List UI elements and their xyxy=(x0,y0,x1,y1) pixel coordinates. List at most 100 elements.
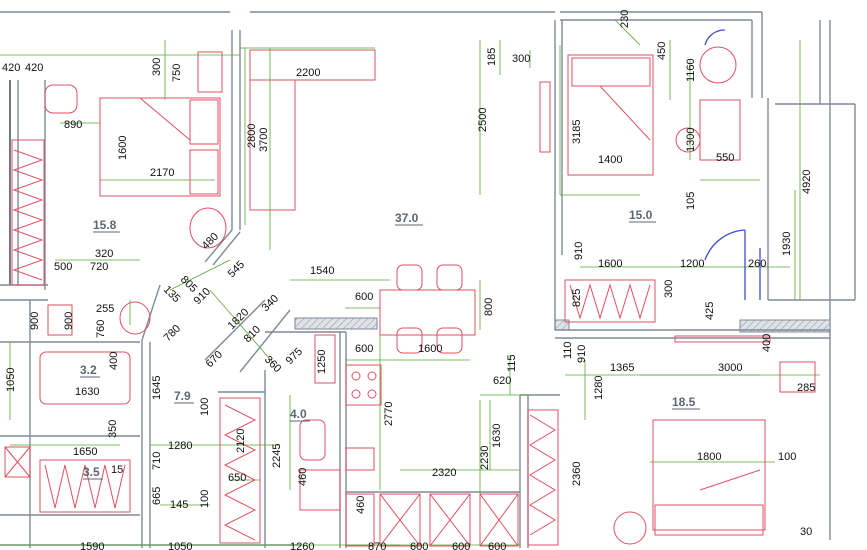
dim-label: 400 xyxy=(761,334,773,352)
dim-label: 1160 xyxy=(685,58,697,82)
corridor-wardrobe-hatch xyxy=(223,404,257,541)
box-cross xyxy=(4,446,31,478)
dim-label: 3000 xyxy=(718,362,742,374)
kitchen-cabinet-2 xyxy=(429,493,471,547)
dim-label: 1630 xyxy=(491,424,503,448)
dim-label: 1630 xyxy=(75,386,99,398)
dim-label: 600 xyxy=(410,541,428,550)
dim-label: 300 xyxy=(512,53,530,65)
dim-label: 600 xyxy=(488,541,506,550)
shelf-bottom-bedroom xyxy=(674,335,771,343)
toilet-bathroom xyxy=(47,304,73,336)
kitchen-sink xyxy=(345,447,375,471)
dim-label: 500 xyxy=(54,261,72,273)
room-area-label: 37.0 xyxy=(395,211,419,225)
dim-label: 1600 xyxy=(418,343,442,355)
dim-label: 710 xyxy=(151,452,163,470)
dim-label: 480 xyxy=(200,231,221,252)
dim-label: 750 xyxy=(171,64,183,82)
bedroom-diag-wall-2 xyxy=(212,231,241,266)
tv-stand xyxy=(539,81,551,153)
dim-label: 1645 xyxy=(151,376,163,400)
dimension-labels: 420 300 750 2200 185 300 230 450 1160 89… xyxy=(2,10,815,550)
dim-label: 260 xyxy=(748,258,766,270)
wc-shelf xyxy=(314,334,336,384)
dim-label: 135 xyxy=(161,284,182,305)
room-area-label: 3.2 xyxy=(80,363,97,377)
dim-label: 3185 xyxy=(571,120,583,144)
dim-label: 145 xyxy=(170,499,188,511)
washer-cabinet xyxy=(39,459,131,513)
dim-label: 900 xyxy=(29,312,41,330)
dim-label: 2120 xyxy=(235,429,247,453)
dim-label: 2800 xyxy=(246,124,258,148)
sofa-back xyxy=(249,49,376,81)
area-labels: 15.8 37.0 15.0 3.2 7.9 4.0 3.5 18.5 xyxy=(80,208,700,480)
dim-label: 15 xyxy=(111,464,123,476)
dim-label: 2770 xyxy=(383,402,395,426)
dim-label: 100 xyxy=(199,398,211,416)
dim-label: 100 xyxy=(778,451,796,463)
dim-label: 420 xyxy=(25,62,43,74)
wardrobe-right xyxy=(564,279,656,323)
bathtub xyxy=(39,351,131,405)
dim-label: 665 xyxy=(151,487,163,505)
dim-label: 2200 xyxy=(296,67,320,79)
bed-bottom-blanket xyxy=(699,469,761,491)
dim-label: 1050 xyxy=(5,368,17,392)
dim-label: 975 xyxy=(284,346,305,367)
wardrobe-bottom xyxy=(527,409,559,546)
sink-bathroom xyxy=(119,301,151,335)
dim-label: 340 xyxy=(260,293,281,314)
chair-left xyxy=(44,84,78,114)
bed-right-blanket xyxy=(599,85,651,141)
bed-bottom-bedroom xyxy=(652,419,766,531)
dim-label: 1600 xyxy=(117,136,129,160)
dim-label: 650 xyxy=(228,472,246,484)
dim-label: 450 xyxy=(656,42,668,60)
balcony-door-arc xyxy=(704,229,746,261)
wardrobe-left-hatch xyxy=(12,149,44,281)
furniture xyxy=(4,46,816,547)
bed-left-bedroom xyxy=(99,97,221,197)
dim-label: 230 xyxy=(619,10,631,28)
kitchen-cabinet-3 xyxy=(479,493,519,547)
dim-label: 2360 xyxy=(571,462,583,486)
pillow-1 xyxy=(189,99,219,145)
dining-chair-3 xyxy=(396,327,423,354)
dim-label: 1280 xyxy=(168,440,192,452)
dim-label: 1930 xyxy=(781,232,793,256)
dimension-lines xyxy=(0,19,820,546)
dim-label: 185 xyxy=(486,48,498,66)
corridor-diag-mid xyxy=(204,299,266,361)
desk-chair xyxy=(675,127,701,153)
dim-label: 2230 xyxy=(479,446,491,470)
stove xyxy=(345,364,382,406)
dim-label: 300 xyxy=(151,58,163,76)
dim-label: 460 xyxy=(355,496,367,514)
dim-label: 350 xyxy=(107,420,119,438)
bed-bottom-pillows xyxy=(654,504,764,536)
tv-bottom xyxy=(779,361,816,393)
dim-label: 780 xyxy=(162,323,183,344)
dim-label: 550 xyxy=(716,152,734,164)
dim-label: 2170 xyxy=(150,167,174,179)
dim-label: 890 xyxy=(64,119,82,131)
room-area-label: 7.9 xyxy=(174,389,191,403)
dim-label: 760 xyxy=(95,320,107,338)
doors xyxy=(704,29,761,300)
dim-label: 420 xyxy=(2,62,20,74)
dim-label: 100 xyxy=(199,490,211,508)
blanket-line xyxy=(139,97,191,141)
dim-label: 1400 xyxy=(598,154,622,166)
room-area-label: 15.8 xyxy=(93,218,117,232)
dim-label: 400 xyxy=(108,352,120,370)
dim-label: 720 xyxy=(90,261,108,273)
dim-label: 1250 xyxy=(316,350,328,374)
wardrobe-bottom-hatch xyxy=(529,414,556,536)
corridor-wardrobe xyxy=(219,397,261,544)
partition-hatch-bedroom-2 xyxy=(739,319,831,333)
dim-label: 1540 xyxy=(310,265,334,277)
wc-sink xyxy=(299,469,341,511)
